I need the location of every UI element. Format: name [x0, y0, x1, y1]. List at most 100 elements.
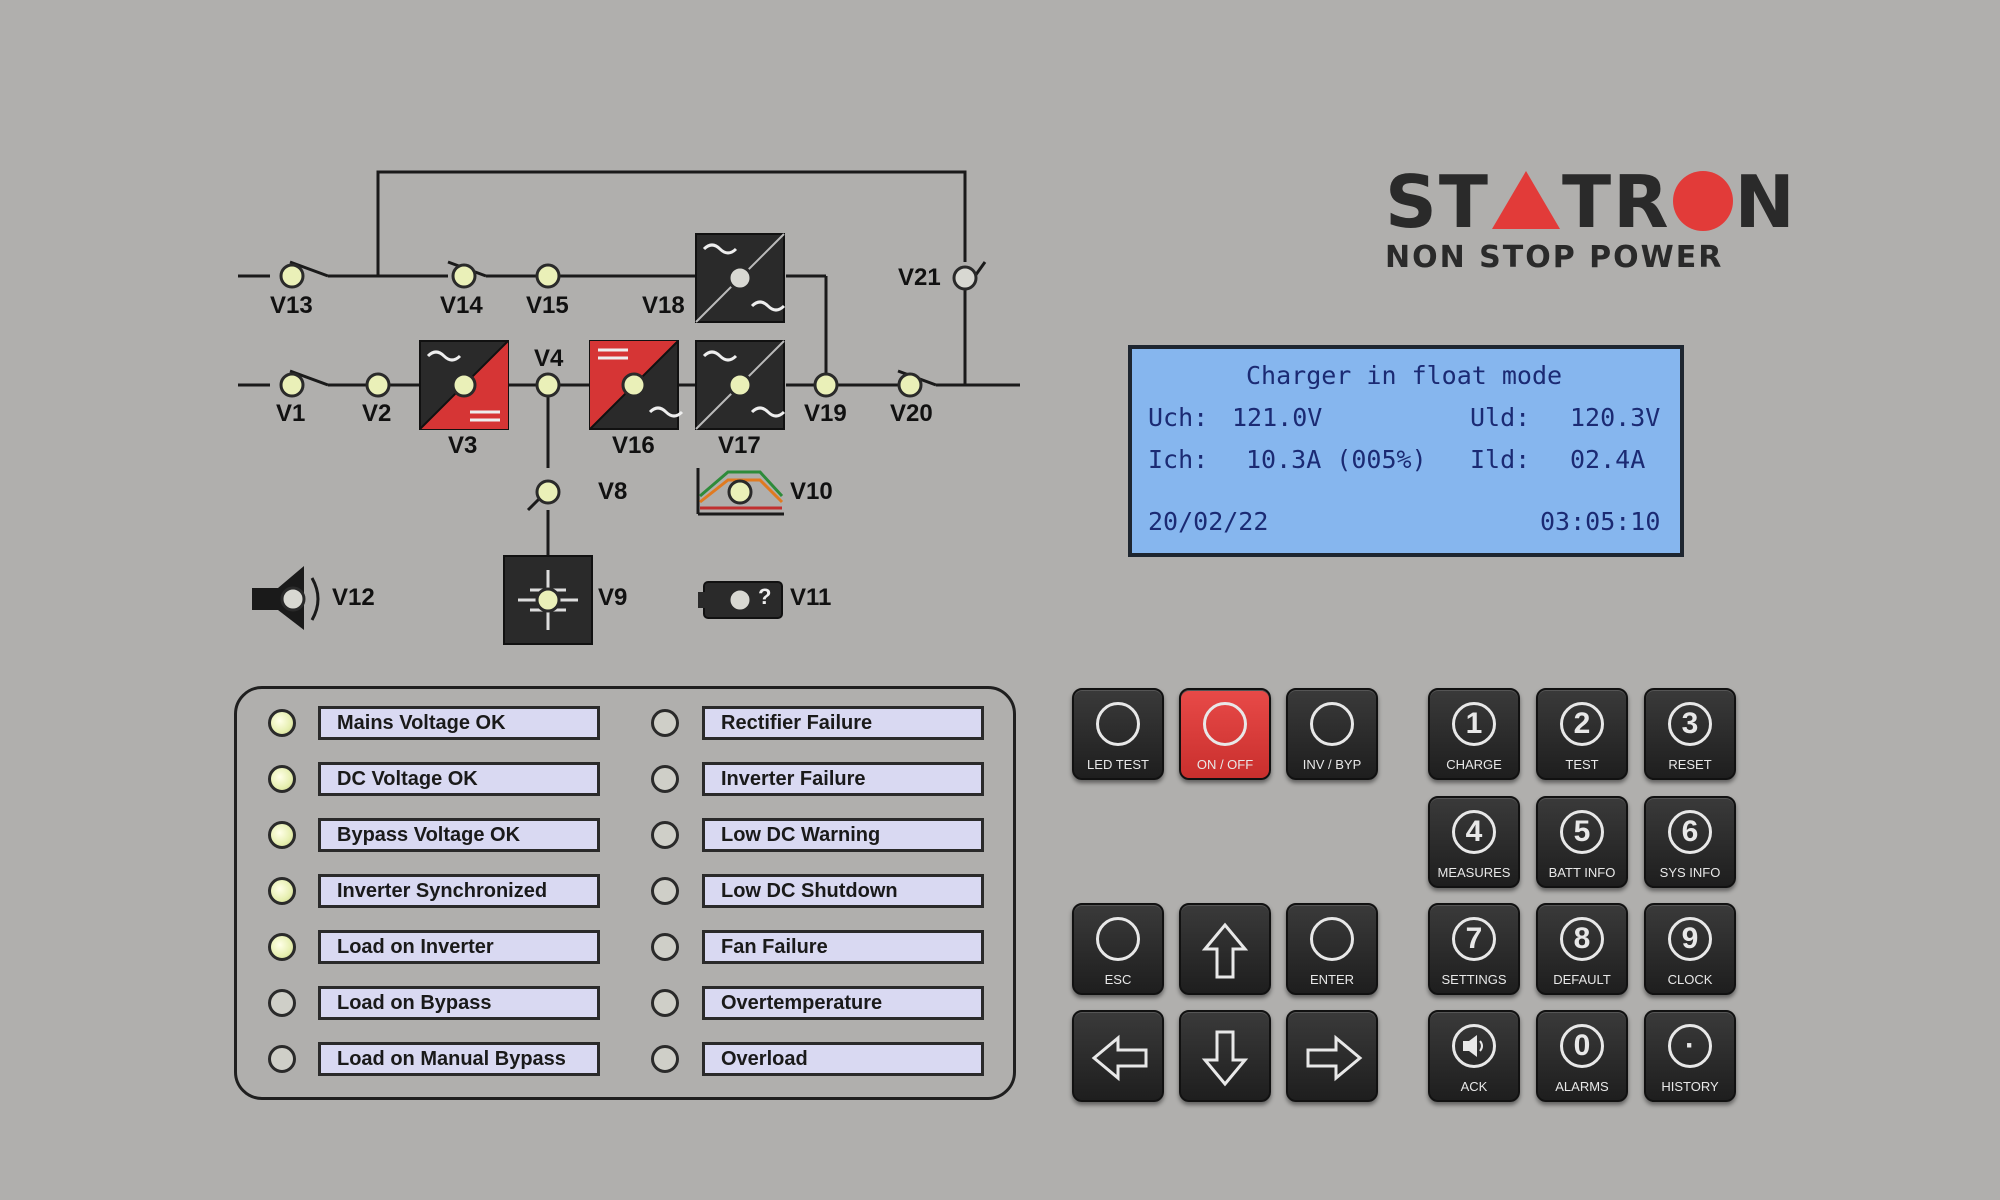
key-digit-charge: 1 [1452, 702, 1496, 746]
lamp-v11 [727, 587, 753, 613]
lcd-ich-value: 10.3A (005%) [1246, 445, 1427, 474]
key-ack-button[interactable]: ACK [1428, 1010, 1520, 1102]
key-digit-history: · [1668, 1024, 1712, 1068]
arrow-left-button[interactable] [1072, 1010, 1164, 1102]
led-test-ring-icon [1096, 702, 1140, 746]
status-label-load-on-manual-bypass: Load on Manual Bypass [318, 1042, 600, 1076]
lamp-v4 [535, 372, 561, 398]
brand-triangle-a [1491, 171, 1560, 229]
lamp-v3 [451, 372, 477, 398]
label-v21: V21 [898, 264, 941, 291]
alarm-led-low-dc-shutdown [651, 877, 679, 905]
lcd-display: Charger in float mode Uch: 121.0V Uld: 1… [1128, 345, 1684, 557]
key-digit-settings: 7 [1452, 917, 1496, 961]
mimic-diagram [238, 170, 1020, 645]
label-v20: V20 [890, 400, 933, 427]
charge-curve-icon [696, 468, 784, 516]
lamp-v18 [727, 265, 753, 291]
key-label-batt-info: BATT INFO [1548, 865, 1616, 880]
lcd-ild-value: 02.4A [1570, 445, 1646, 474]
key-label-ack: ACK [1460, 1079, 1488, 1094]
label-v10: V10 [790, 478, 833, 505]
lamp-v2 [365, 372, 391, 398]
lamp-v17 [727, 372, 753, 398]
status-led-inverter-synchronized [268, 877, 296, 905]
bypass-loop-line [376, 170, 967, 276]
lamp-v10 [727, 479, 753, 505]
speaker-mute-icon [1452, 1024, 1496, 1068]
status-label-mains-voltage-ok: Mains Voltage OK [318, 706, 600, 740]
key-history-button[interactable]: ·HISTORY [1644, 1010, 1736, 1102]
status-led-dc-voltage-ok [268, 765, 296, 793]
lamp-v16 [621, 372, 647, 398]
lcd-ild-label: Ild: [1470, 445, 1531, 474]
status-label-dc-voltage-ok: DC Voltage OK [318, 762, 600, 796]
alarm-led-fan-failure [651, 933, 679, 961]
alarm-label-low-dc-shutdown: Low DC Shutdown [702, 874, 984, 908]
inv-byp-ring-icon [1310, 702, 1354, 746]
label-v16: V16 [612, 432, 655, 459]
lcd-screen: Charger in float mode Uch: 121.0V Uld: 1… [1132, 349, 1680, 553]
esc-button[interactable]: ESC [1072, 903, 1164, 995]
lcd-uld-value: 120.3V [1570, 403, 1661, 432]
key-digit-alarms: 0 [1560, 1024, 1604, 1068]
battery-query-mark: ? [758, 584, 772, 609]
alarm-label-inverter-failure: Inverter Failure [702, 762, 984, 796]
label-v19: V19 [804, 400, 847, 427]
label-v3: V3 [448, 432, 478, 459]
on-off-button[interactable]: ON / OFF [1179, 688, 1271, 780]
lcd-uch-label: Uch: [1148, 403, 1209, 432]
lamp-v8 [535, 479, 561, 505]
key-digit-clock: 9 [1668, 917, 1712, 961]
led-test-button[interactable]: LED TEST [1072, 688, 1164, 780]
status-label-inverter-synchronized: Inverter Synchronized [318, 874, 600, 908]
lcd-ich-label: Ich: [1148, 445, 1209, 474]
key-digit-sys-info: 6 [1668, 810, 1712, 854]
status-label-load-on-bypass: Load on Bypass [318, 986, 600, 1020]
arrow-down-icon [1201, 1030, 1249, 1087]
alarm-led-inverter-failure [651, 765, 679, 793]
arrow-right-button[interactable] [1286, 1010, 1378, 1102]
key-label-default: DEFAULT [1553, 972, 1611, 987]
lamp-v21 [952, 265, 978, 291]
lamp-v20 [897, 372, 923, 398]
label-v18: V18 [642, 292, 685, 319]
enter-button[interactable]: ENTER [1286, 903, 1378, 995]
arrow-left-icon [1091, 1034, 1148, 1082]
brand-dot-o [1672, 171, 1733, 231]
enter-ring-icon [1310, 917, 1354, 961]
alarm-led-low-dc-warning [651, 821, 679, 849]
lcd-time: 03:05:10 [1540, 507, 1661, 536]
label-v13: V13 [270, 292, 313, 319]
status-label-bypass-voltage-ok: Bypass Voltage OK [318, 818, 600, 852]
lamp-v1 [279, 372, 305, 398]
lcd-uld-label: Uld: [1470, 403, 1531, 432]
key-digit-test: 2 [1560, 702, 1604, 746]
inv-byp-button[interactable]: INV / BYP [1286, 688, 1378, 780]
lamp-v15 [535, 263, 561, 289]
arrow-down-button[interactable] [1179, 1010, 1271, 1102]
status-led-load-on-inverter [268, 933, 296, 961]
label-v2: V2 [362, 400, 392, 427]
lamp-v12 [280, 586, 306, 612]
key-digit-default: 8 [1560, 917, 1604, 961]
alarm-label-rectifier-failure: Rectifier Failure [702, 706, 984, 740]
arrow-up-button[interactable] [1179, 903, 1271, 995]
alarm-led-overload [651, 1045, 679, 1073]
lcd-status-line: Charger in float mode [1246, 361, 1563, 390]
status-alarm-panel [234, 686, 1016, 1100]
key-label-alarms: ALARMS [1555, 1079, 1609, 1094]
